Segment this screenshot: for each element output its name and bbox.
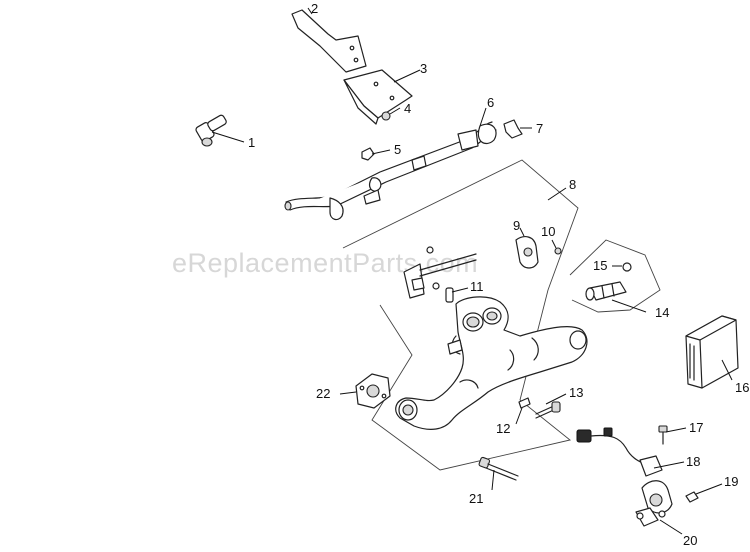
part-6-pipe xyxy=(284,121,497,221)
part-21-bolt xyxy=(478,456,519,481)
leader-lines xyxy=(211,7,733,535)
part-20-sensor xyxy=(635,480,673,527)
part-7-clamp xyxy=(503,119,523,139)
callout-11: 11 xyxy=(470,279,484,294)
part-1-fitting xyxy=(195,114,227,147)
callout-7: 7 xyxy=(536,121,543,136)
part-11-bolt xyxy=(445,287,454,303)
part-17-screw xyxy=(658,425,668,445)
callout-21: 21 xyxy=(469,491,483,506)
callout-22: 22 xyxy=(316,386,330,401)
part-15-o-ring xyxy=(622,262,632,272)
callout-15: 15 xyxy=(593,258,607,273)
callout-8: 8 xyxy=(569,177,576,192)
injector-group-outline xyxy=(569,239,661,313)
part-5-fastener xyxy=(361,147,375,161)
callout-2: 2 xyxy=(311,1,318,16)
callout-19: 19 xyxy=(724,474,738,489)
callout-6: 6 xyxy=(487,95,494,110)
callout-14: 14 xyxy=(655,305,669,320)
throttle-linkage xyxy=(403,246,477,299)
callout-10: 10 xyxy=(541,224,555,239)
part-22-gasket xyxy=(355,373,391,409)
part-4-nut xyxy=(381,111,391,121)
part-13-bolt xyxy=(535,401,561,419)
callout-18: 18 xyxy=(686,454,700,469)
part-12-pin xyxy=(518,397,531,409)
callout-13: 13 xyxy=(569,385,583,400)
part-19-screw xyxy=(685,491,699,503)
callout-17: 17 xyxy=(689,420,703,435)
manifold-group-outline xyxy=(342,159,579,471)
watermark-text: eReplacementParts.com xyxy=(172,248,478,278)
part-18-sensor-harness xyxy=(576,427,663,477)
part-8-intake-manifold xyxy=(395,296,588,430)
part-10-nut xyxy=(554,247,562,255)
part-14-injector xyxy=(585,281,627,301)
callout-5: 5 xyxy=(394,142,401,157)
callout-1: 1 xyxy=(248,135,255,150)
part-2-bracket xyxy=(291,9,367,73)
part-9-spacer xyxy=(515,236,539,269)
callout-20: 20 xyxy=(683,533,697,548)
callout-12: 12 xyxy=(496,421,510,436)
callout-9: 9 xyxy=(513,218,520,233)
part-16-control-module xyxy=(685,315,739,389)
callout-4: 4 xyxy=(404,101,411,116)
callout-16: 16 xyxy=(735,380,749,395)
callout-numbers: 1 2 3 4 5 6 7 8 9 10 11 12 13 14 15 16 1… xyxy=(248,1,749,548)
callout-3: 3 xyxy=(420,61,427,76)
